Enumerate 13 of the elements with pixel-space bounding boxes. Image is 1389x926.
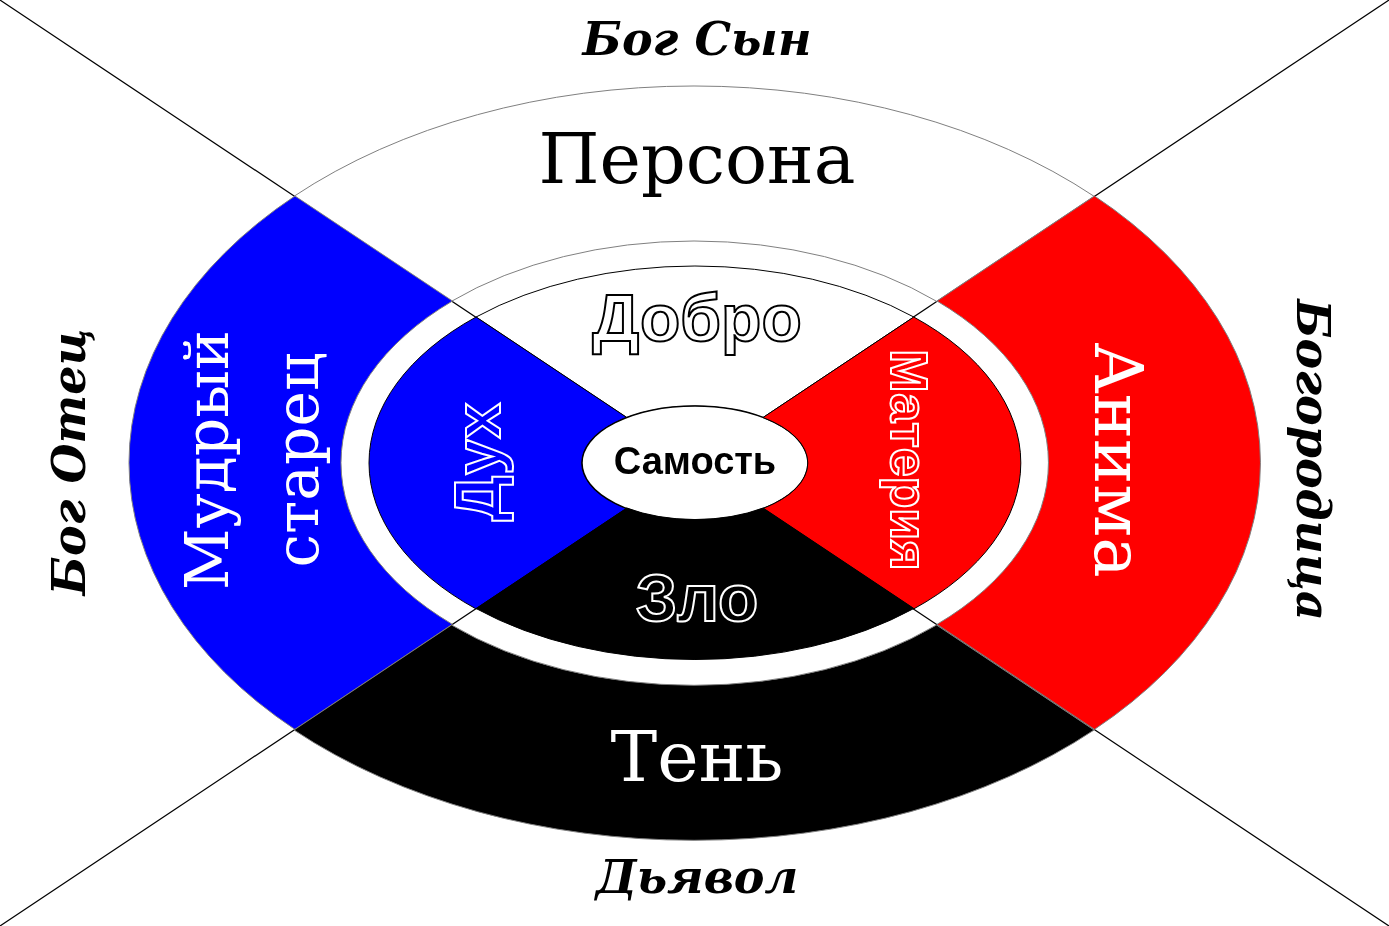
segment-label: Персона: [537, 117, 857, 203]
center-label: Самость: [612, 439, 778, 485]
side-label: Бог Сын: [580, 11, 813, 69]
side-label: Бог Отец: [41, 327, 98, 599]
segment-label: Анима: [1077, 341, 1159, 580]
segment-label: Мудрый старец: [171, 329, 333, 592]
segment-label: Дух: [441, 400, 515, 524]
side-label: Дьявол: [593, 849, 800, 907]
segment-label: Зло: [634, 559, 760, 637]
segment-label: Материя: [878, 348, 939, 573]
segment-label: Тень: [609, 715, 785, 801]
segment-label: Добро: [590, 279, 803, 358]
side-label: Богородица: [1284, 297, 1341, 623]
